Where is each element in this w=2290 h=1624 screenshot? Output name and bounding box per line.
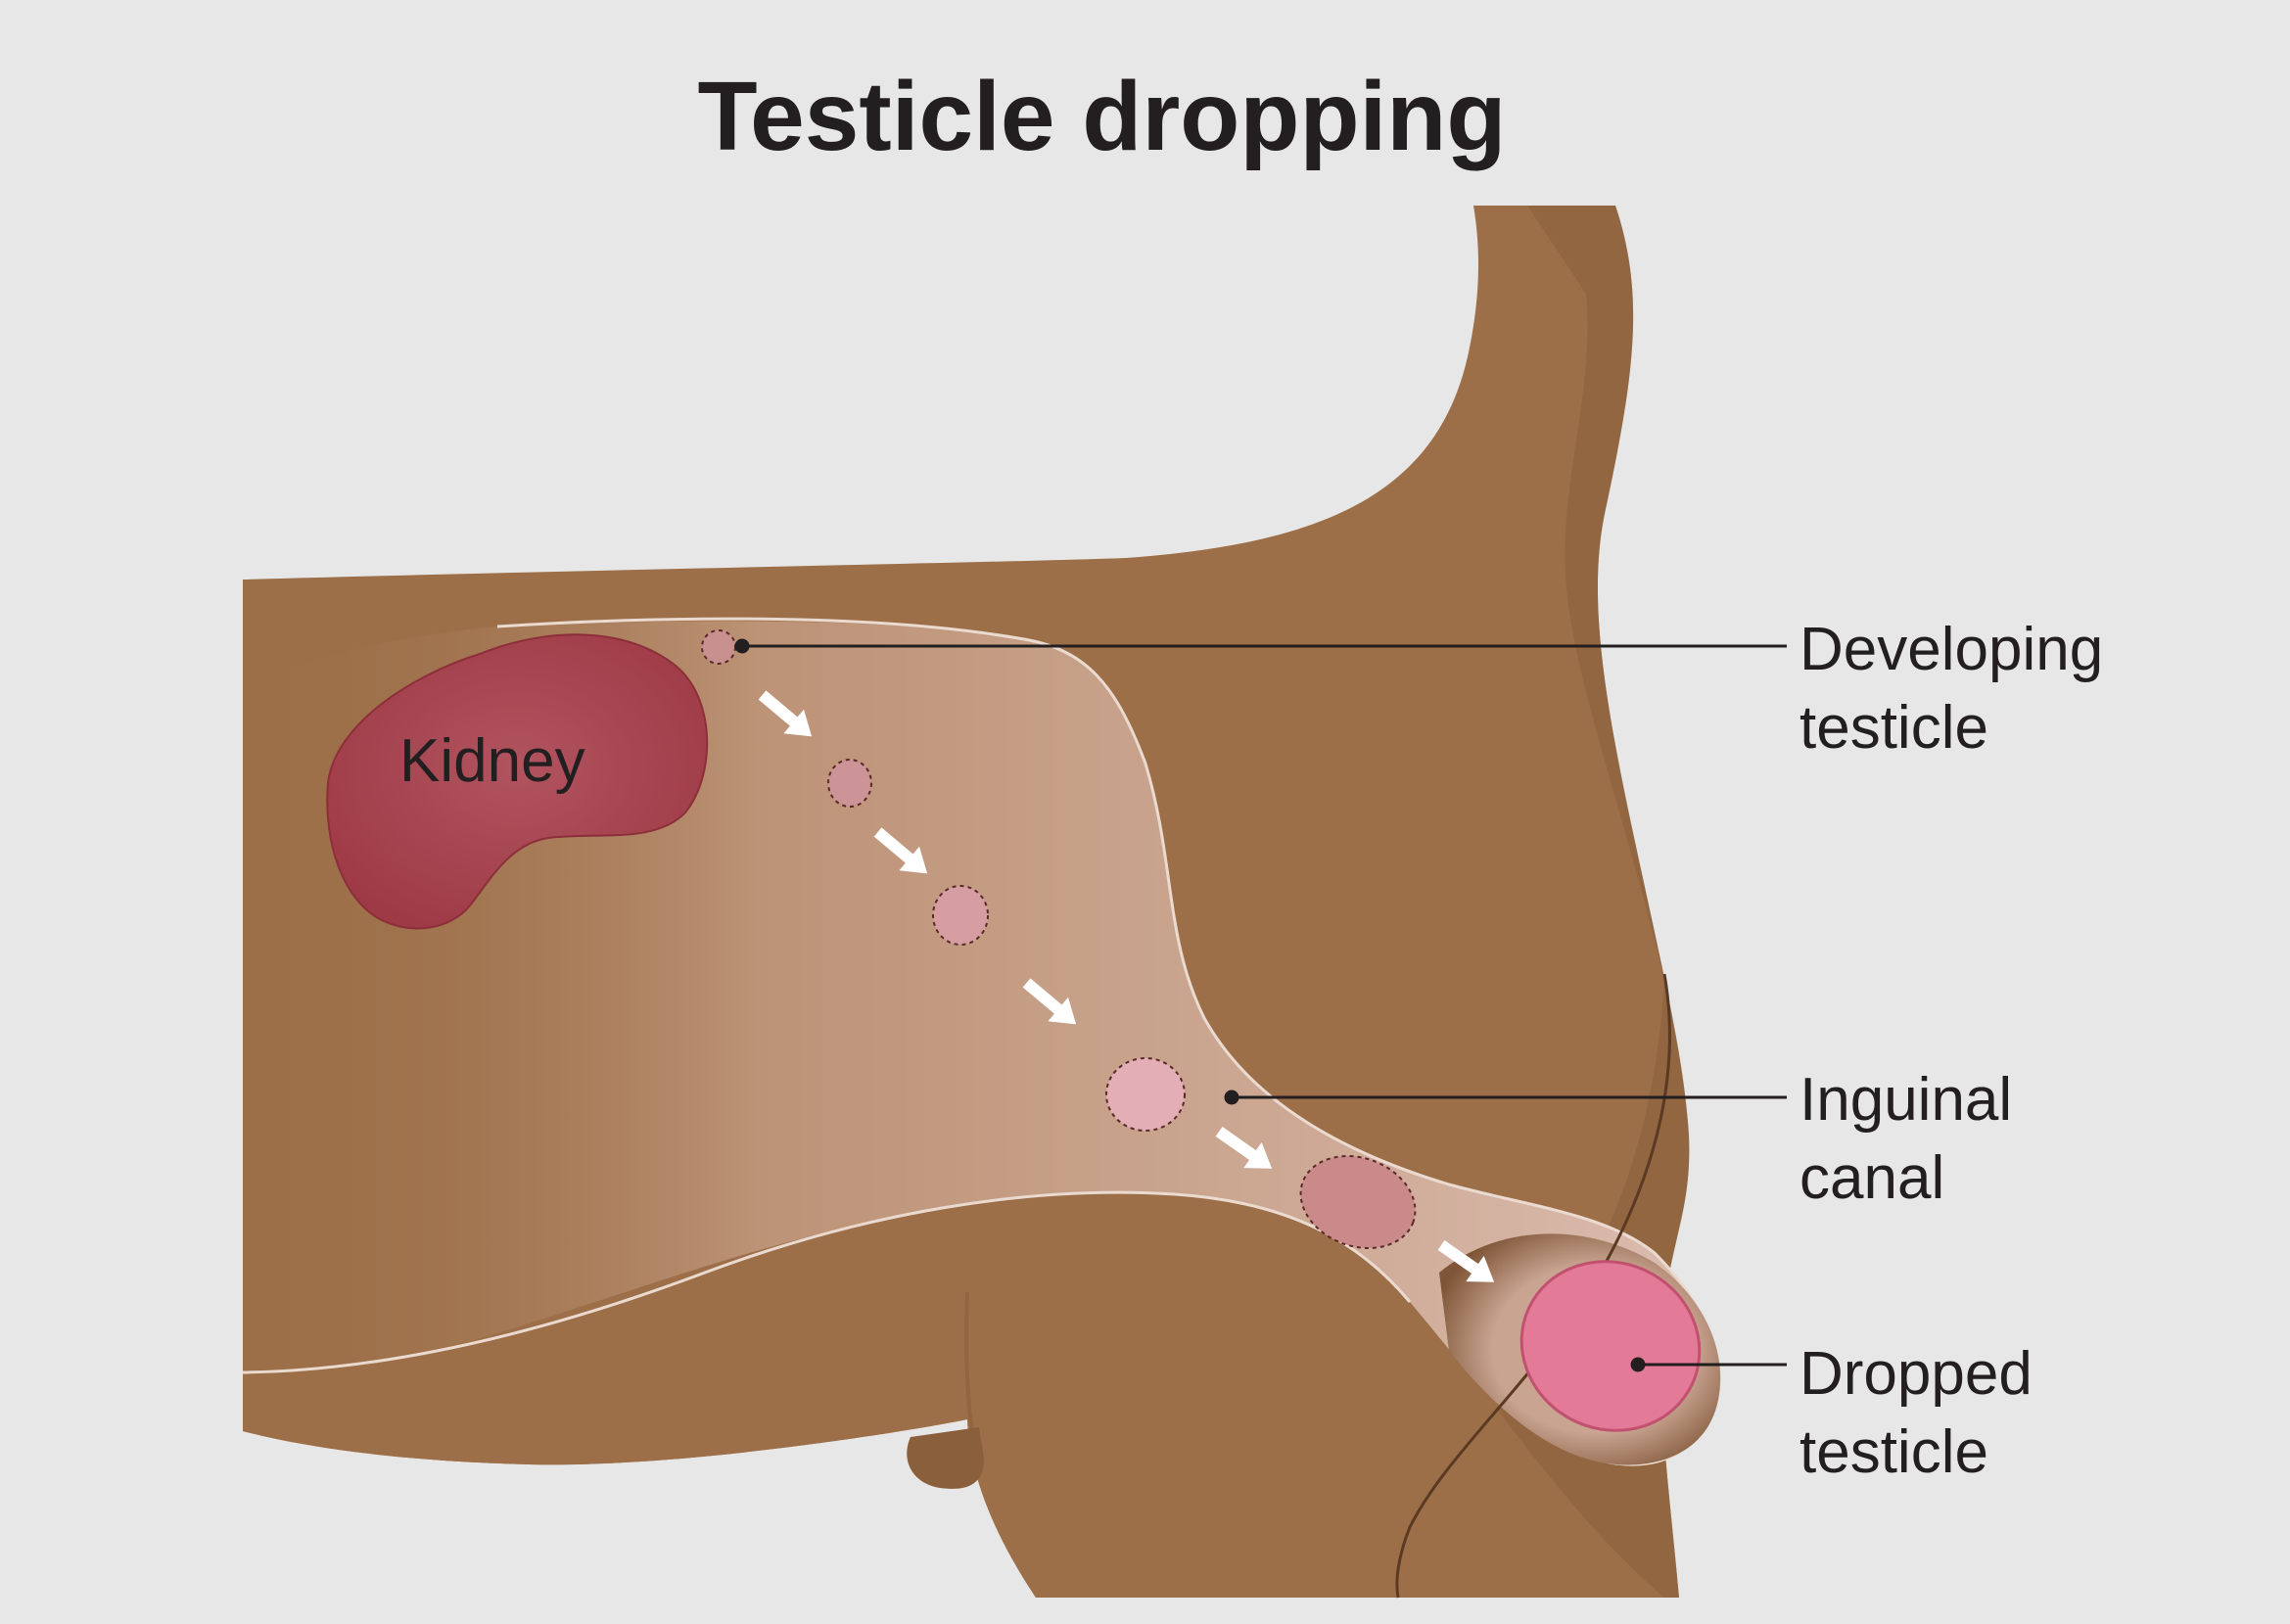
leader-dot — [1224, 1090, 1239, 1105]
leader-dot — [1630, 1357, 1646, 1372]
developing-line-1: Developing — [1799, 616, 2104, 683]
leader-dot — [734, 638, 750, 654]
dropped-line-2: testicle — [1799, 1418, 1988, 1486]
inguinal-line-2: canal — [1799, 1144, 1945, 1212]
leader-lines — [734, 638, 1787, 1372]
thigh-shape — [243, 1192, 1664, 1598]
page-title: Testicle dropping — [697, 62, 1507, 171]
kidney-shape — [326, 633, 709, 930]
arrows — [758, 690, 1495, 1282]
dropped-testicle — [1519, 1260, 1702, 1432]
developing-line-2: testicle — [1799, 694, 1988, 762]
arrow-icon — [1437, 1240, 1495, 1282]
testicle-stage-1 — [701, 629, 736, 665]
dropped-line-1: Dropped — [1799, 1340, 2033, 1408]
testicle-stage-2 — [827, 759, 872, 808]
arrow-icon — [758, 690, 813, 737]
inguinal-canal-label: Inguinal canal — [1799, 1061, 2012, 1218]
testicle-stage-3 — [932, 885, 989, 946]
dropped-testicle-label: Dropped testicle — [1799, 1335, 2033, 1492]
testicle-stage-5 — [1299, 1154, 1417, 1250]
thigh-outline — [242, 1190, 1412, 1374]
kidney-label: Kidney — [399, 727, 585, 795]
arrow-icon — [1022, 978, 1077, 1025]
nub-shape — [907, 1427, 984, 1489]
developing-testicle-label: Developing testicle — [1799, 611, 2103, 767]
arrow-icon — [873, 827, 928, 874]
testicle-stages — [701, 629, 1417, 1250]
arrow-icon — [1215, 1127, 1273, 1169]
inguinal-line-1: Inguinal — [1799, 1066, 2013, 1134]
testicle-stage-4 — [1105, 1057, 1186, 1132]
